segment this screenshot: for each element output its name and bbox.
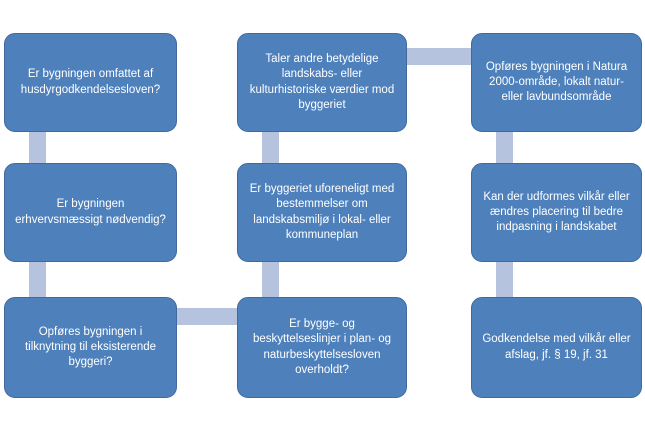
- box-husdyrgodkendelsesloven-label: Er bygningen omfattet af husdyrgodkendel…: [20, 68, 161, 96]
- box-bygge-beskyttelseslinjer-overholdt: Er bygge- og beskyttelseslinjer i plan- …: [237, 297, 407, 398]
- box-vilkaar-aendret-placering-label: Kan der udformes vilkår eller ændres pla…: [483, 190, 630, 234]
- box-godkendelse-eller-afslag-label: Godkendelse med vilkår eller afslag, jf.…: [482, 333, 631, 361]
- connector-col3-row1-row2: [496, 130, 513, 165]
- box-erhvervsmaessigt-noedvendig: Er bygningen erhvervsmæssigt nødvendig?: [4, 163, 177, 262]
- connector-col3-row2-row3: [496, 260, 513, 299]
- box-landskabs-kulturhistoriske-vaerdier-label: Taler andre betydelige landskabs- eller …: [249, 53, 395, 111]
- box-tilknytning-eksisterende-byggeri: Opføres bygningen i tilknytning til eksi…: [4, 297, 177, 398]
- box-landskabs-kulturhistoriske-vaerdier: Taler andre betydelige landskabs- eller …: [237, 33, 407, 132]
- box-uforeneligt-lokal-kommuneplan-label: Er byggeriet uforeneligt med bestemmelse…: [249, 183, 395, 241]
- connector-col2-row1-row2: [262, 130, 279, 165]
- box-natura2000-lavbundsomraade: Opføres bygningen i Natura 2000-område, …: [471, 33, 642, 132]
- box-tilknytning-eksisterende-byggeri-label: Opføres bygningen i tilknytning til eksi…: [24, 325, 157, 369]
- box-bygge-beskyttelseslinjer-overholdt-label: Er bygge- og beskyttelseslinjer i plan- …: [252, 318, 392, 376]
- connector-col1-row2-row3: [29, 260, 46, 299]
- box-natura2000-lavbundsomraade-label: Opføres bygningen i Natura 2000-område, …: [485, 60, 628, 104]
- box-godkendelse-eller-afslag: Godkendelse med vilkår eller afslag, jf.…: [471, 297, 642, 398]
- box-uforeneligt-lokal-kommuneplan: Er byggeriet uforeneligt med bestemmelse…: [237, 163, 407, 262]
- connector-col1row3-col2row3: [175, 308, 239, 325]
- box-vilkaar-aendret-placering: Kan der udformes vilkår eller ændres pla…: [471, 163, 642, 262]
- connector-col2-row2-row3: [262, 260, 279, 299]
- connector-col1-row1-row2: [29, 130, 46, 165]
- connector-col2row1-col3row1: [405, 48, 473, 65]
- box-husdyrgodkendelsesloven: Er bygningen omfattet af husdyrgodkendel…: [4, 33, 177, 132]
- box-erhvervsmaessigt-noedvendig-label: Er bygningen erhvervsmæssigt nødvendig?: [15, 198, 166, 226]
